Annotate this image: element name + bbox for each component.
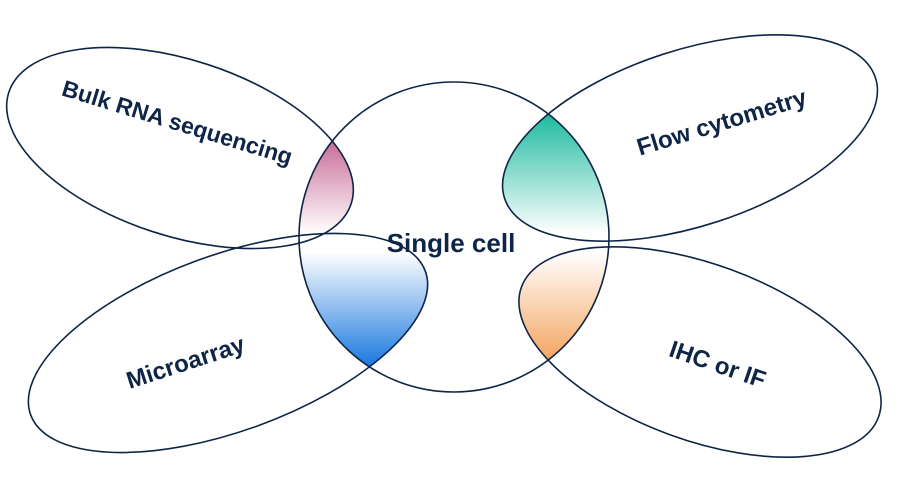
label-ihc-or-if: IHC or IF [666, 336, 769, 394]
label-single-cell: Single cell [387, 228, 516, 258]
label-bulk-rna-sequencing: Bulk RNA sequencing [59, 75, 296, 170]
set-outline-single-cell [298, 81, 610, 393]
set-outline-micro [27, 232, 429, 454]
set-outline-flow [501, 34, 879, 242]
overlap-ihc-single [491, 252, 609, 374]
label-microarray: Microarray [123, 331, 249, 395]
label-flow-cytometry: Flow cytometry [634, 84, 811, 161]
overlap-bulk-single [299, 104, 379, 234]
set-outline-bulk [5, 46, 355, 250]
overlap-micro-single [299, 252, 430, 374]
overlap-flow-single [480, 104, 609, 234]
set-outline-ihc [518, 246, 882, 458]
